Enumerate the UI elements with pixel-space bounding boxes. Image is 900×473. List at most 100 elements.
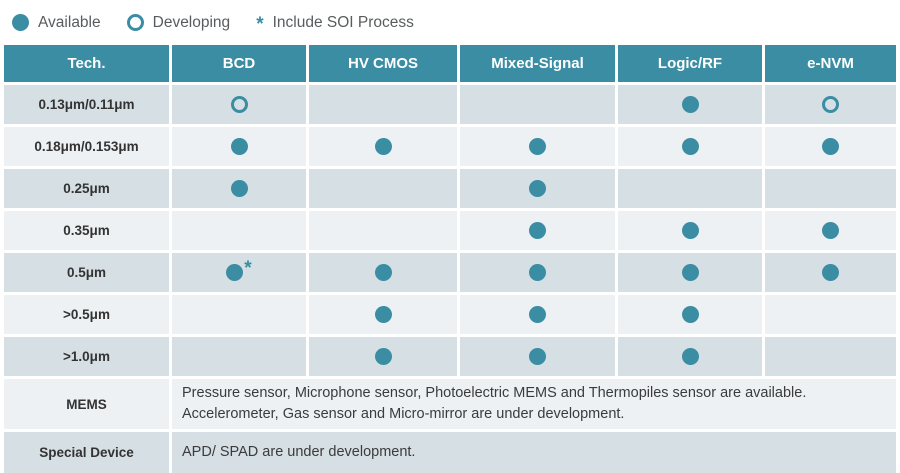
legend-item-available: Available: [12, 14, 101, 32]
mems-description-line2: Accelerometer, Gas sensor and Micro-mirr…: [182, 406, 625, 422]
status-cell-available: [618, 127, 762, 166]
status-cell-available: [460, 211, 615, 250]
status-cell-empty: [172, 337, 306, 376]
available-dot-icon: [529, 306, 546, 323]
status-cell-empty: [309, 211, 457, 250]
status-cell-available: [309, 337, 457, 376]
status-cell-available: [309, 253, 457, 292]
tech-node-label: 0.18μm/0.153μm: [4, 127, 169, 166]
legend-soi-label: Include SOI Process: [272, 13, 414, 31]
available-dot-icon: [374, 348, 392, 365]
status-cell-available: [765, 253, 896, 292]
status-cell-available: [460, 169, 615, 208]
legend-available-label: Available: [38, 13, 101, 31]
tech-node-label: Special Device: [4, 432, 169, 473]
available-dot-icon: [681, 96, 699, 113]
status-cell-available: [618, 295, 762, 334]
status-cell-available: [618, 253, 762, 292]
table-row-special-device: Special Device APD/ SPAD are under devel…: [4, 432, 896, 473]
available-dot-icon: [681, 264, 699, 281]
available-dot-icon: [529, 138, 546, 155]
available-dot-icon: [529, 180, 546, 197]
table-row-mems: MEMS Pressure sensor, Microphone sensor,…: [4, 379, 896, 429]
column-header-logic-rf: Logic/RF: [618, 45, 762, 82]
available-dot-icon: [12, 14, 29, 31]
status-cell-available-soi: *: [172, 253, 306, 292]
available-dot-icon: [230, 180, 248, 197]
table-row: >0.5μm: [4, 295, 896, 334]
status-cell-available: [460, 127, 615, 166]
status-cell-available: [460, 337, 615, 376]
column-header-e-nvm: e-NVM: [765, 45, 896, 82]
developing-dot-icon: [822, 96, 839, 113]
available-dot-icon: [681, 138, 699, 155]
available-dot-icon: [822, 138, 839, 155]
available-dot-icon: [822, 264, 839, 281]
available-dot-icon: [681, 306, 699, 323]
available-dot-icon: [681, 348, 699, 365]
status-cell-empty: [309, 85, 457, 124]
tech-node-label: 0.13μm/0.11μm: [4, 85, 169, 124]
column-header-mixed-signal: Mixed-Signal: [460, 45, 615, 82]
mems-description: Pressure sensor, Microphone sensor, Phot…: [172, 379, 896, 429]
status-cell-empty: [618, 169, 762, 208]
process-availability-table: Tech. BCD HV CMOS Mixed-Signal Logic/RF …: [4, 45, 896, 473]
available-dot-icon: [226, 264, 244, 281]
available-dot-icon: [374, 138, 392, 155]
column-header-tech: Tech.: [4, 45, 169, 82]
status-cell-available: [172, 169, 306, 208]
table-header-row: Tech. BCD HV CMOS Mixed-Signal Logic/RF …: [4, 45, 896, 82]
status-cell-available: [460, 295, 615, 334]
status-cell-empty: [460, 85, 615, 124]
column-header-bcd: BCD: [172, 45, 306, 82]
status-cell-available: [618, 337, 762, 376]
tech-node-label: >1.0μm: [4, 337, 169, 376]
available-dot-icon: [374, 306, 392, 323]
available-dot-icon: [529, 348, 546, 365]
status-cell-developing: [172, 85, 306, 124]
special-device-description-line1: APD/ SPAD are under development.: [182, 443, 416, 460]
available-dot-icon: [529, 264, 546, 281]
tech-node-label: >0.5μm: [4, 295, 169, 334]
legend-item-developing: Developing: [126, 13, 231, 32]
status-cell-developing: [765, 85, 896, 124]
legend-developing-label: Developing: [152, 13, 231, 31]
legend-item-soi: * Include SOI Process: [256, 13, 414, 35]
status-cell-available: [765, 211, 896, 250]
table-row: 0.18μm/0.153μm: [4, 127, 896, 166]
table-row: 0.35μm: [4, 211, 896, 250]
developing-dot-icon: [126, 14, 144, 31]
legend-bar: Available Developing * Include SOI Proce…: [0, 0, 900, 45]
column-header-hv-cmos: HV CMOS: [309, 45, 457, 82]
tech-node-label: 0.35μm: [4, 211, 169, 250]
status-cell-empty: [765, 169, 896, 208]
status-cell-available: [309, 127, 457, 166]
table-row: 0.13μm/0.11μm: [4, 85, 896, 124]
status-cell-available: [309, 295, 457, 334]
status-cell-empty: [309, 169, 457, 208]
status-cell-empty: [172, 295, 306, 334]
status-cell-available: [618, 211, 762, 250]
tech-node-label: 0.5μm: [4, 253, 169, 292]
available-dot-icon: [230, 138, 248, 155]
status-cell-available: [618, 85, 762, 124]
mems-description-line1: Pressure sensor, Microphone sensor, Phot…: [182, 384, 807, 401]
available-dot-icon: [681, 222, 699, 239]
soi-star-icon: *: [256, 13, 264, 35]
tech-node-label: MEMS: [4, 379, 169, 429]
status-cell-available: [172, 127, 306, 166]
tech-node-label: 0.25μm: [4, 169, 169, 208]
developing-dot-icon: [230, 96, 248, 113]
available-dot-icon: [374, 264, 392, 281]
available-dot-icon: [822, 222, 839, 239]
soi-star-icon: *: [244, 257, 252, 279]
status-cell-empty: [765, 337, 896, 376]
status-cell-empty: [172, 211, 306, 250]
status-cell-available: [765, 127, 896, 166]
special-device-description: APD/ SPAD are under development.: [172, 432, 896, 473]
table-row: 0.25μm: [4, 169, 896, 208]
status-cell-available: [460, 253, 615, 292]
status-cell-empty: [765, 295, 896, 334]
table-row: 0.5μm *: [4, 253, 896, 292]
